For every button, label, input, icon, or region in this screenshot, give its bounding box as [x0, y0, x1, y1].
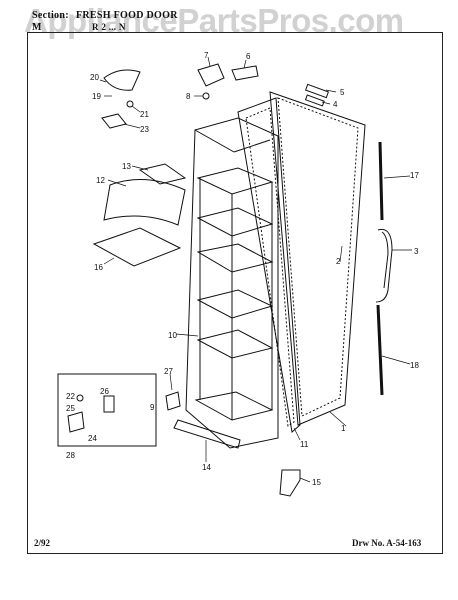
- hinge-pin: [231, 65, 259, 81]
- section-title: FRESH FOOD DOOR: [76, 10, 178, 21]
- callout-7: 7: [204, 51, 209, 60]
- callout-17: 17: [410, 171, 419, 180]
- handle-trim-bottom: [376, 304, 384, 396]
- callout-16: 16: [94, 263, 103, 272]
- callout-2: 2: [336, 257, 341, 266]
- callout-5: 5: [340, 88, 345, 97]
- callout-9: 9: [150, 403, 155, 412]
- handle-bracket: [279, 469, 301, 497]
- door-stop: [103, 69, 141, 91]
- callout-3: 3: [414, 247, 419, 256]
- callout-labels: 1 2 3 4 5 6 7 8 9 10 11 12 13 14 15 16 1…: [66, 51, 419, 487]
- callout-15: 15: [312, 478, 321, 487]
- stop-screw: [126, 100, 134, 108]
- stop-plate: [101, 113, 127, 129]
- hinge-shim: [304, 94, 325, 107]
- callout-28: 28: [66, 451, 75, 460]
- model-number: R 2 ... N: [92, 22, 126, 32]
- leader-lines: [99, 56, 412, 483]
- model-label: M: [32, 22, 42, 33]
- hinge-screw: [202, 92, 210, 100]
- callout-24: 24: [88, 434, 97, 443]
- revision-date: 2/92: [34, 538, 51, 548]
- callout-22: 22: [66, 392, 75, 401]
- callout-21: 21: [140, 110, 149, 119]
- callout-8: 8: [186, 92, 191, 101]
- door-liner: [185, 117, 279, 449]
- callout-23: 23: [140, 125, 149, 134]
- section-label: Section:: [32, 10, 69, 21]
- door-outer-panel: [269, 91, 366, 426]
- door-gasket: [237, 97, 301, 433]
- callout-1: 1: [341, 424, 346, 433]
- callout-26: 26: [100, 387, 109, 396]
- callout-27: 27: [164, 367, 173, 376]
- door-handle: [375, 228, 393, 303]
- handle-trim-top: [378, 141, 384, 221]
- door-closer: [67, 411, 85, 433]
- callout-10: 10: [168, 331, 177, 340]
- callout-13: 13: [122, 162, 131, 171]
- callout-18: 18: [410, 361, 419, 370]
- callout-25: 25: [66, 404, 75, 413]
- breaker-strip: [173, 419, 241, 449]
- inset-box: [57, 373, 157, 447]
- callout-19: 19: [92, 92, 101, 101]
- dairy-door: [103, 179, 186, 226]
- closer-cam: [103, 395, 115, 413]
- callout-6: 6: [246, 52, 251, 61]
- callout-20: 20: [90, 73, 99, 82]
- closer-washer: [76, 394, 84, 402]
- dairy-compartment: [92, 227, 182, 267]
- dairy-door-insert: [138, 163, 187, 185]
- callout-11: 11: [300, 440, 309, 449]
- diagram-frame: [27, 32, 443, 554]
- hinge-bracket: [197, 63, 225, 87]
- drawing-number: Drw No. A-54-163: [352, 538, 422, 548]
- closer-bracket: [165, 391, 181, 411]
- hinge-cover: [304, 83, 330, 99]
- callout-4: 4: [333, 100, 338, 109]
- callout-12: 12: [96, 176, 105, 185]
- callout-14: 14: [202, 463, 211, 472]
